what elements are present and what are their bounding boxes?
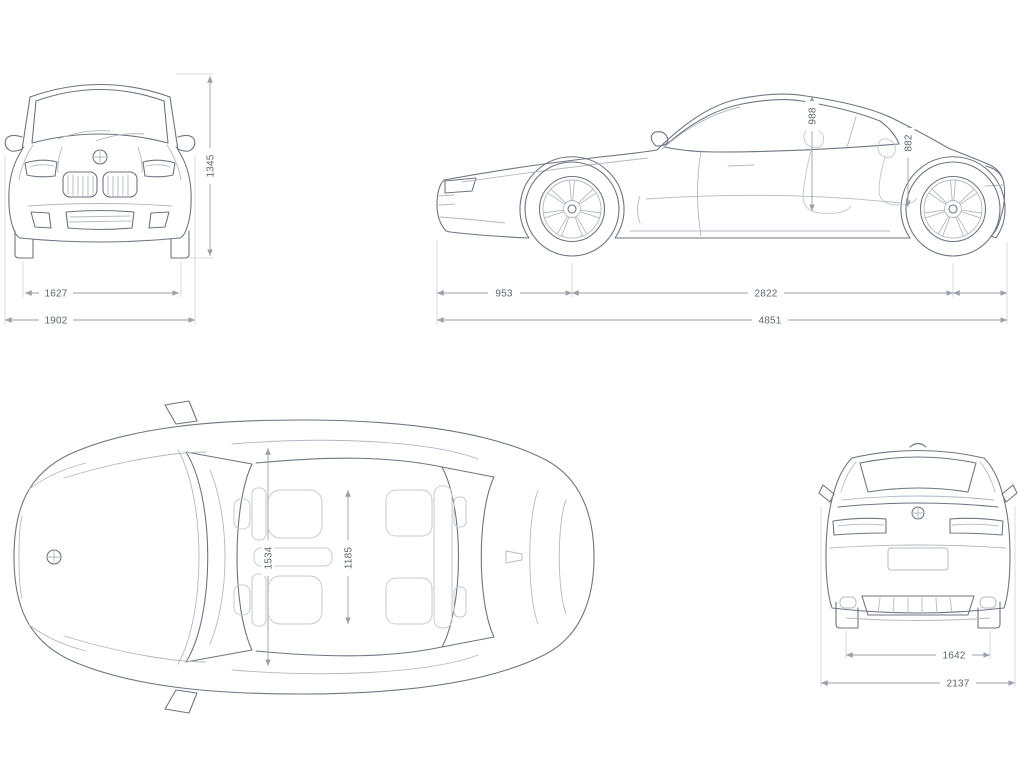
cabin-width-rear-value: 1185 <box>344 547 355 570</box>
label-bg <box>752 313 788 327</box>
side-view: 988 882 953 2822 4851 <box>436 93 1008 327</box>
top-seats-sketch <box>233 485 467 629</box>
center-console <box>253 547 333 567</box>
front-car-details <box>18 130 182 223</box>
side-extension-lines <box>436 240 1008 324</box>
rear-extension-lines <box>820 506 1016 687</box>
label-bg <box>901 128 915 158</box>
headroom-rear-label: 882 <box>901 128 915 158</box>
front-right-seatback <box>251 573 267 627</box>
label-bg <box>940 676 976 690</box>
body-width-label: 1902 <box>39 313 73 327</box>
rear-right-cushion <box>385 577 433 625</box>
overall-width-value: 2137 <box>946 679 969 690</box>
label-bg <box>488 286 520 300</box>
license-plate-recess <box>887 547 949 571</box>
kidney-grille-right <box>102 171 138 198</box>
wheelbase-label: 2822 <box>748 286 784 300</box>
body-width-value: 1902 <box>44 316 67 327</box>
label-bg <box>748 286 784 300</box>
front-right-headrest <box>233 584 251 616</box>
cabin-width-front-label: 1534 <box>261 540 275 576</box>
front-left-cushion <box>267 489 323 539</box>
cabin-width-rear-label: 1185 <box>341 540 355 576</box>
headroom-rear-value: 882 <box>904 134 915 152</box>
label-bg <box>261 540 275 576</box>
front-overhang-label: 953 <box>488 286 520 300</box>
front-car-outline <box>4 84 196 259</box>
track-rear-label: 1642 <box>936 648 972 662</box>
exhaust-right <box>979 596 997 609</box>
top-car-details <box>18 439 567 675</box>
rear-wheel <box>905 161 1001 257</box>
side-seats-sketch <box>802 128 918 214</box>
rear-seatback <box>433 485 453 629</box>
side-car-details <box>438 106 1005 237</box>
bmw-roundel-cross <box>911 506 925 520</box>
rear-right-headrest <box>453 586 467 618</box>
wheelbase-value: 2822 <box>754 289 777 300</box>
front-extension-lines <box>4 73 214 324</box>
headroom-front-value: 988 <box>808 107 819 125</box>
label-bg <box>39 313 73 327</box>
overall-length-value: 4851 <box>758 316 781 327</box>
rear-left-cushion <box>385 489 433 537</box>
track-front-label: 1627 <box>39 286 73 300</box>
side-car-outline <box>436 93 1006 239</box>
rear-car-details <box>829 461 1007 621</box>
front-left-seatback <box>251 487 267 541</box>
bmw-roundel-cross <box>92 149 108 165</box>
overall-width-label: 2137 <box>940 676 976 690</box>
exhaust-left <box>839 596 857 609</box>
front-overhang-value: 953 <box>495 289 513 300</box>
overall-length-label: 4851 <box>752 313 788 327</box>
kidney-grille-left <box>62 171 98 198</box>
headroom-front-label: 988 <box>805 101 819 131</box>
label-bg <box>805 101 819 131</box>
top-view: 1534 1185 <box>13 400 595 714</box>
track-front-value: 1627 <box>44 289 67 300</box>
front-wheel <box>524 161 620 257</box>
label-bg <box>39 286 73 300</box>
label-bg <box>341 540 355 576</box>
rear-car-outline <box>818 442 1018 629</box>
bmw-roundel-cross <box>46 549 62 565</box>
overall-height-label: 1345 <box>203 148 217 184</box>
front-view: 1345 1627 1902 <box>4 73 217 327</box>
cabin-width-front-value: 1534 <box>264 546 275 569</box>
top-car-outline <box>13 400 595 714</box>
front-right-cushion <box>267 575 323 625</box>
front-left-headrest <box>233 498 251 530</box>
label-bg <box>936 648 972 662</box>
track-rear-value: 1642 <box>942 651 965 662</box>
rear-left-headrest <box>453 496 467 528</box>
overall-height-value: 1345 <box>206 154 217 177</box>
label-bg <box>203 148 217 184</box>
rear-view: 1642 2137 <box>818 442 1018 690</box>
